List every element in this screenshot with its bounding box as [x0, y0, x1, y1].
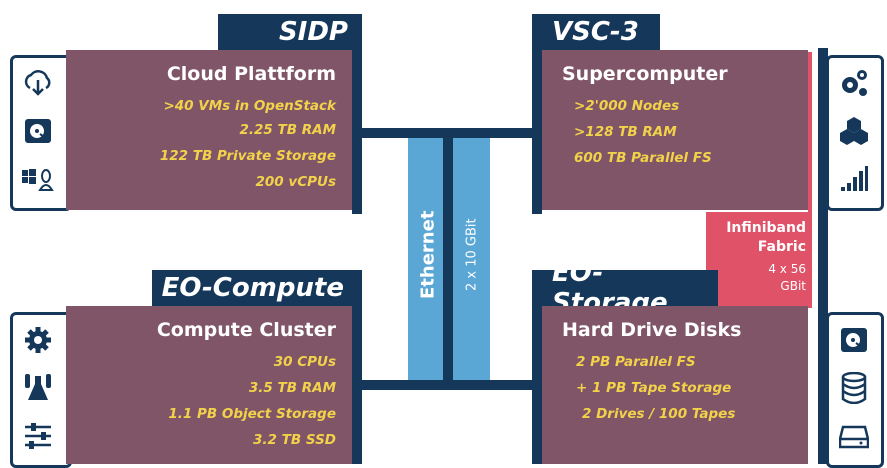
windows-linux-icon	[21, 162, 55, 196]
lab-flask-icon	[21, 371, 55, 405]
eo-storage-title: Hard Drive Disks	[562, 319, 742, 341]
eo-compute-connector-vertical	[352, 270, 362, 464]
sidp-title: Cloud Plattform	[166, 63, 336, 85]
ethernet-divider	[443, 138, 453, 380]
eo-storage-line-3: 2 Drives / 100 Tapes	[582, 406, 736, 422]
eo-storage-connector-vertical	[532, 270, 542, 464]
infiniband-title-2: Fabric	[757, 239, 806, 255]
sidp-tab-label: SIDP	[278, 17, 348, 47]
infiniband-label-box: Infiniband Fabric 4 x 56 GBit	[706, 212, 812, 308]
gear-icon	[21, 323, 55, 357]
eo-storage-tab: EO-Storage	[532, 258, 718, 318]
sidp-line-1: >40 VMs in OpenStack	[163, 98, 336, 114]
bottom-horizontal-link	[362, 380, 532, 390]
eo-compute-tab-label: EO-Compute	[161, 273, 344, 303]
eo-storage-icon-column	[826, 312, 884, 468]
eo-compute-line-3: 1.1 PB Object Storage	[168, 406, 336, 422]
sidp-icon-column	[10, 55, 72, 211]
right-spine	[818, 48, 828, 464]
eo-compute-line-1: 30 CPUs	[273, 354, 336, 370]
sidp-tab: SIDP	[218, 14, 362, 50]
infiniband-speed-1: 4 x 56	[768, 262, 806, 276]
gears-icon	[837, 66, 871, 100]
vsc3-tab-label: VSC-3	[552, 17, 639, 47]
eo-compute-line-2: 3.5 TB RAM	[248, 380, 336, 396]
eo-compute-panel: Compute Cluster 30 CPUs 3.5 TB RAM 1.1 P…	[66, 306, 352, 464]
vsc3-line-1: >2'000 Nodes	[574, 98, 680, 114]
cloud-download-icon	[21, 66, 55, 100]
vsc3-panel: Supercomputer >2'000 Nodes >128 TB RAM 6…	[542, 50, 808, 210]
sidp-panel: Cloud Plattform >40 VMs in OpenStack 2.2…	[66, 50, 352, 210]
eo-compute-title: Compute Cluster	[156, 319, 336, 341]
top-horizontal-link	[362, 128, 532, 138]
eo-compute-line-4: 3.2 TB SSD	[253, 432, 336, 448]
hard-disk-icon	[837, 323, 871, 357]
ethernet-label: Ethernet	[417, 210, 439, 300]
vsc3-line-2: >128 TB RAM	[574, 124, 677, 140]
sidp-line-2: 2.25 TB RAM	[239, 122, 336, 138]
sliders-icon	[21, 419, 55, 453]
cubes-icon	[837, 114, 871, 148]
eo-storage-line-1: 2 PB Parallel FS	[576, 354, 696, 370]
database-icon	[837, 371, 871, 405]
infiniband-speed-2: GBit	[780, 279, 806, 293]
drive-icon	[837, 419, 871, 453]
vsc3-icon-column	[826, 55, 884, 211]
signal-bars-icon	[837, 162, 871, 196]
vsc3-title: Supercomputer	[562, 63, 728, 85]
vsc3-tab: VSC-3	[532, 14, 660, 50]
infiniband-strip	[808, 52, 812, 212]
eo-compute-tab: EO-Compute	[152, 270, 362, 306]
eo-storage-panel: Hard Drive Disks 2 PB Parallel FS + 1 PB…	[542, 306, 808, 464]
sidp-connector-vertical	[352, 14, 362, 214]
ethernet-speed-label: 2 x 10 GBit	[464, 218, 480, 292]
eo-compute-icon-column	[10, 312, 72, 468]
eo-storage-line-2: + 1 PB Tape Storage	[576, 380, 732, 396]
sidp-line-4: 200 vCPUs	[255, 174, 336, 190]
hard-disk-icon	[21, 114, 55, 148]
vsc3-connector-vertical	[532, 14, 542, 214]
infiniband-title-1: Infiniband	[726, 220, 806, 236]
vsc3-line-3: 600 TB Parallel FS	[574, 150, 712, 166]
sidp-line-3: 122 TB Private Storage	[159, 148, 336, 164]
